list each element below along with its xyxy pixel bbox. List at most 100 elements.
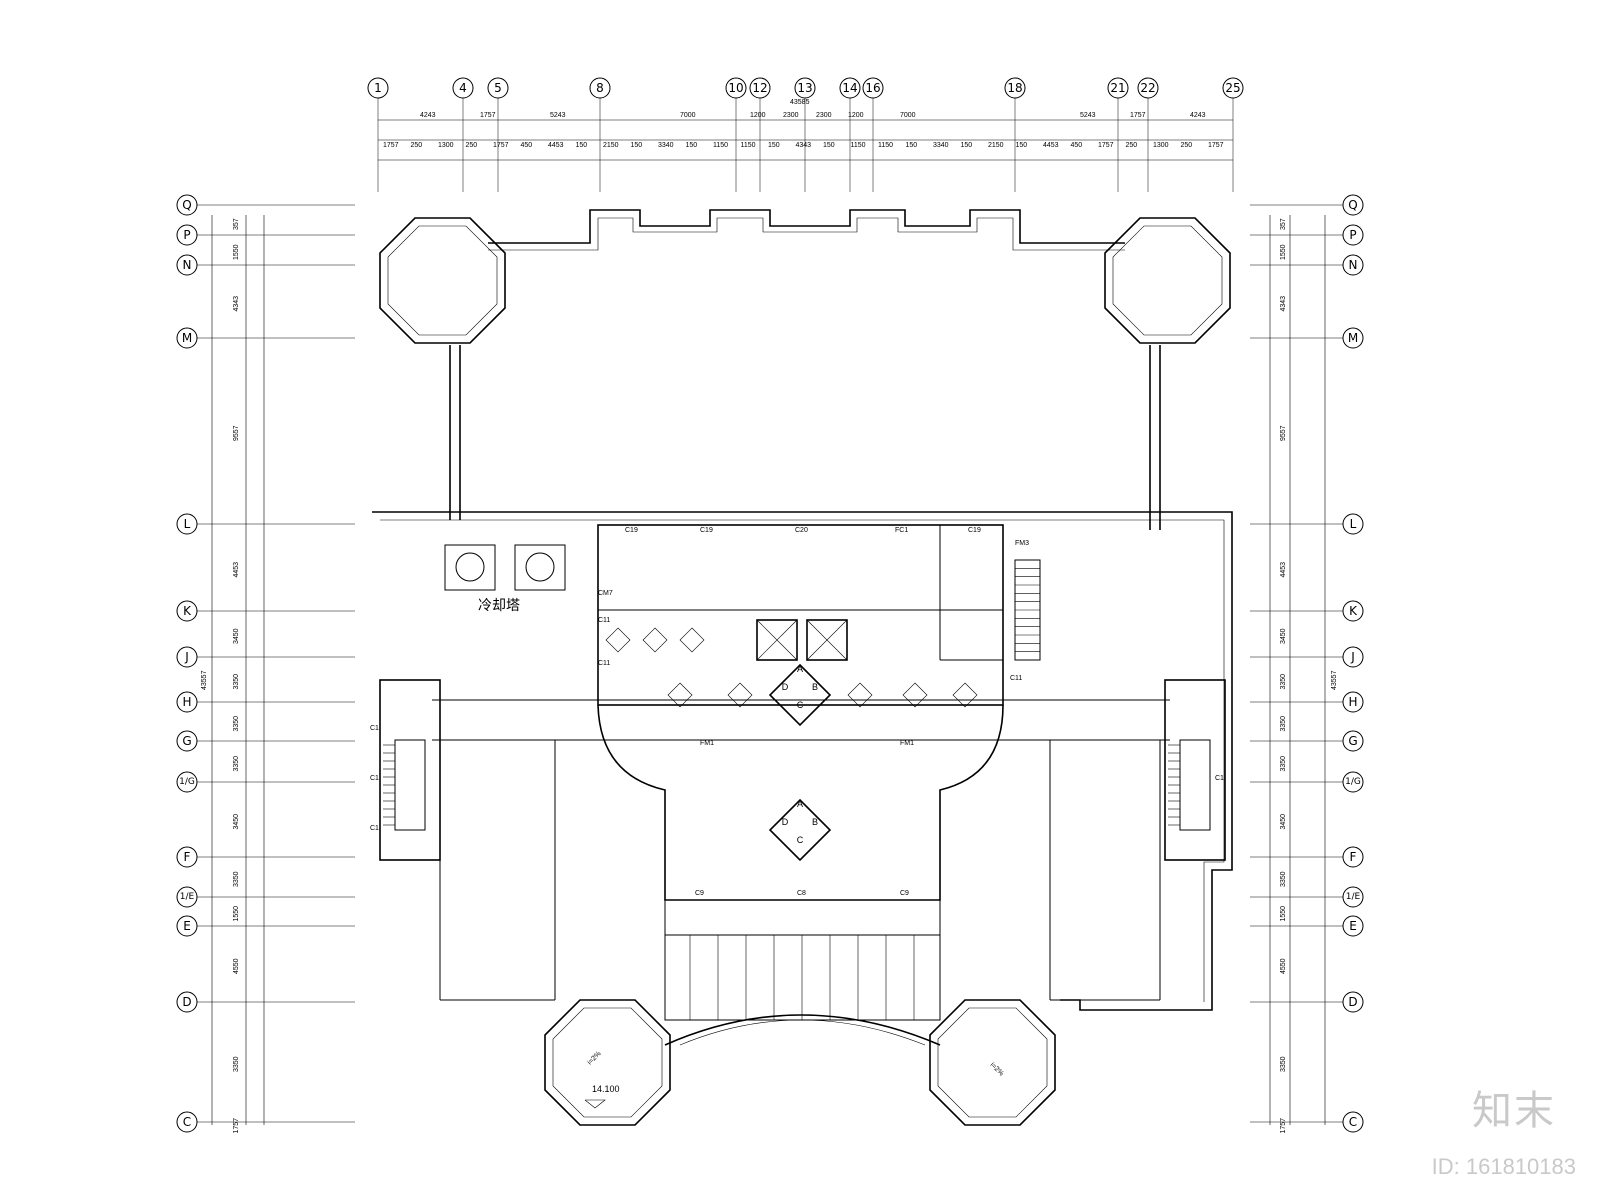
dim-right: 3450	[1280, 814, 1287, 830]
stair-right	[1164, 679, 1226, 861]
window-door-tag: C20	[795, 527, 808, 534]
room-tag: D	[782, 682, 789, 692]
room-tag: A	[797, 799, 803, 809]
dim-top-row2: 150	[576, 142, 588, 149]
grid-label-right-D: D	[1348, 995, 1357, 1009]
window-door-tag: FC1	[895, 527, 908, 534]
tower-top-left	[379, 217, 506, 344]
dim-top-row2: 150	[961, 142, 973, 149]
room-tag: B	[812, 682, 818, 692]
dim-left: 357	[233, 218, 240, 230]
dining-table	[667, 682, 693, 708]
grid-label-right-E: E	[1349, 919, 1357, 933]
grid-label-left-G: G	[182, 734, 191, 748]
grid-label-left-P: P	[183, 228, 190, 242]
grid-label-top-4: 4	[459, 81, 467, 95]
dining-table	[605, 627, 631, 653]
window-door-tag: C19	[625, 527, 638, 534]
dim-left: 4453	[233, 562, 240, 578]
overall-dimension-text: 43585	[790, 99, 810, 106]
window-door-tag: FM1	[900, 740, 914, 747]
slope-label-right: i=2%	[989, 1061, 1005, 1077]
dim-top-row2: 3340	[933, 142, 949, 149]
watermark-brand: 知末	[1472, 1088, 1556, 1134]
dim-left: 3350	[233, 1056, 240, 1072]
dim-top-row2: 1757	[1208, 142, 1224, 149]
tower-bottom-left: i=2% 14.100	[544, 999, 671, 1126]
dim-top-row1: 1757	[480, 112, 496, 119]
grid-label-right-F: F	[1350, 850, 1357, 864]
dim-left: 1550	[233, 244, 240, 260]
dim-top-row2: 4453	[548, 142, 564, 149]
dining-table	[642, 627, 668, 653]
window-door-tag: C11	[1010, 675, 1022, 682]
dim-right: 1550	[1280, 906, 1287, 922]
grid-label-top-8: 8	[596, 81, 604, 95]
window-door-tag: C11	[598, 617, 610, 624]
dim-top-row1: 1200	[750, 112, 766, 119]
cooling-tower-label: 冷却塔	[478, 598, 520, 614]
dim-left: 3350	[233, 716, 240, 732]
dim-top-row1: 1757	[1130, 112, 1146, 119]
dining-table	[952, 682, 978, 708]
room-tag: C	[797, 835, 804, 845]
dim-right: 1757	[1280, 1118, 1287, 1134]
stair-left	[379, 679, 441, 861]
grid-label-left-1/G: 1/G	[179, 777, 195, 787]
dim-top-row2: 250	[1181, 142, 1193, 149]
central-core: 冷却塔	[444, 524, 1041, 708]
grid-label-left-M: M	[182, 331, 192, 345]
dim-right: 3350	[1280, 871, 1287, 887]
dim-top-row2: 1150	[713, 142, 728, 149]
dim-right: 3350	[1280, 756, 1287, 772]
dim-top-row2: 1757	[493, 142, 509, 149]
grid-label-right-C: C	[1349, 1115, 1357, 1129]
window-door-tag: C1	[1215, 775, 1224, 782]
dim-top-row1: 2300	[816, 112, 832, 119]
grid-label-left-K: K	[183, 604, 192, 618]
dim-top-row2: 1300	[438, 142, 454, 149]
room-tag: D	[782, 817, 789, 827]
grid-label-left-C: C	[183, 1115, 191, 1129]
grid-label-left-L: L	[184, 517, 191, 531]
dim-top-row2: 150	[768, 142, 780, 149]
dim-left: 1550	[233, 906, 240, 922]
dim-top-row2: 1150	[741, 142, 756, 149]
dim-top-row2: 1757	[1098, 142, 1114, 149]
dim-top-row1: 4243	[420, 112, 436, 119]
grid-label-left-J: J	[184, 650, 189, 664]
grid-label-top-10: 10	[728, 81, 743, 95]
dining-table	[679, 627, 705, 653]
overall-vertical-dimension-left: 43557	[201, 670, 208, 690]
grid-label-top-21: 21	[1110, 81, 1125, 95]
dim-left: 3450	[233, 814, 240, 830]
dim-top-row2: 250	[411, 142, 423, 149]
dim-left: 3350	[233, 871, 240, 887]
window-door-tag: CM7	[598, 590, 613, 597]
dim-top-row2: 1150	[878, 142, 893, 149]
window-door-tag: C9	[695, 890, 704, 897]
tower-top-right	[1104, 217, 1231, 344]
dim-right: 357	[1280, 218, 1287, 230]
dim-top-row2: 4453	[1043, 142, 1059, 149]
dim-right: 3450	[1280, 628, 1287, 644]
watermark-id: ID: 161810183	[1431, 1154, 1576, 1179]
side-dimension-lines: 43557 43557	[201, 215, 1338, 1125]
grid-label-right-1/G: 1/G	[1345, 777, 1361, 787]
dim-top-row2: 2150	[988, 142, 1004, 149]
dim-top-row2: 1150	[851, 142, 866, 149]
dim-top-row2: 150	[1016, 142, 1028, 149]
grid-label-left-N: N	[183, 258, 192, 272]
dim-top-row2: 3340	[658, 142, 674, 149]
grid-label-right-Q: Q	[1348, 198, 1357, 212]
grid-label-left-1/E: 1/E	[180, 892, 195, 902]
window-door-tag: C11	[598, 660, 610, 667]
dim-top-row2: 1757	[383, 142, 399, 149]
grid-label-right-J: J	[1350, 650, 1355, 664]
dim-top-row1: 2300	[783, 112, 799, 119]
grid-label-right-L: L	[1350, 517, 1357, 531]
dining-table	[847, 682, 873, 708]
